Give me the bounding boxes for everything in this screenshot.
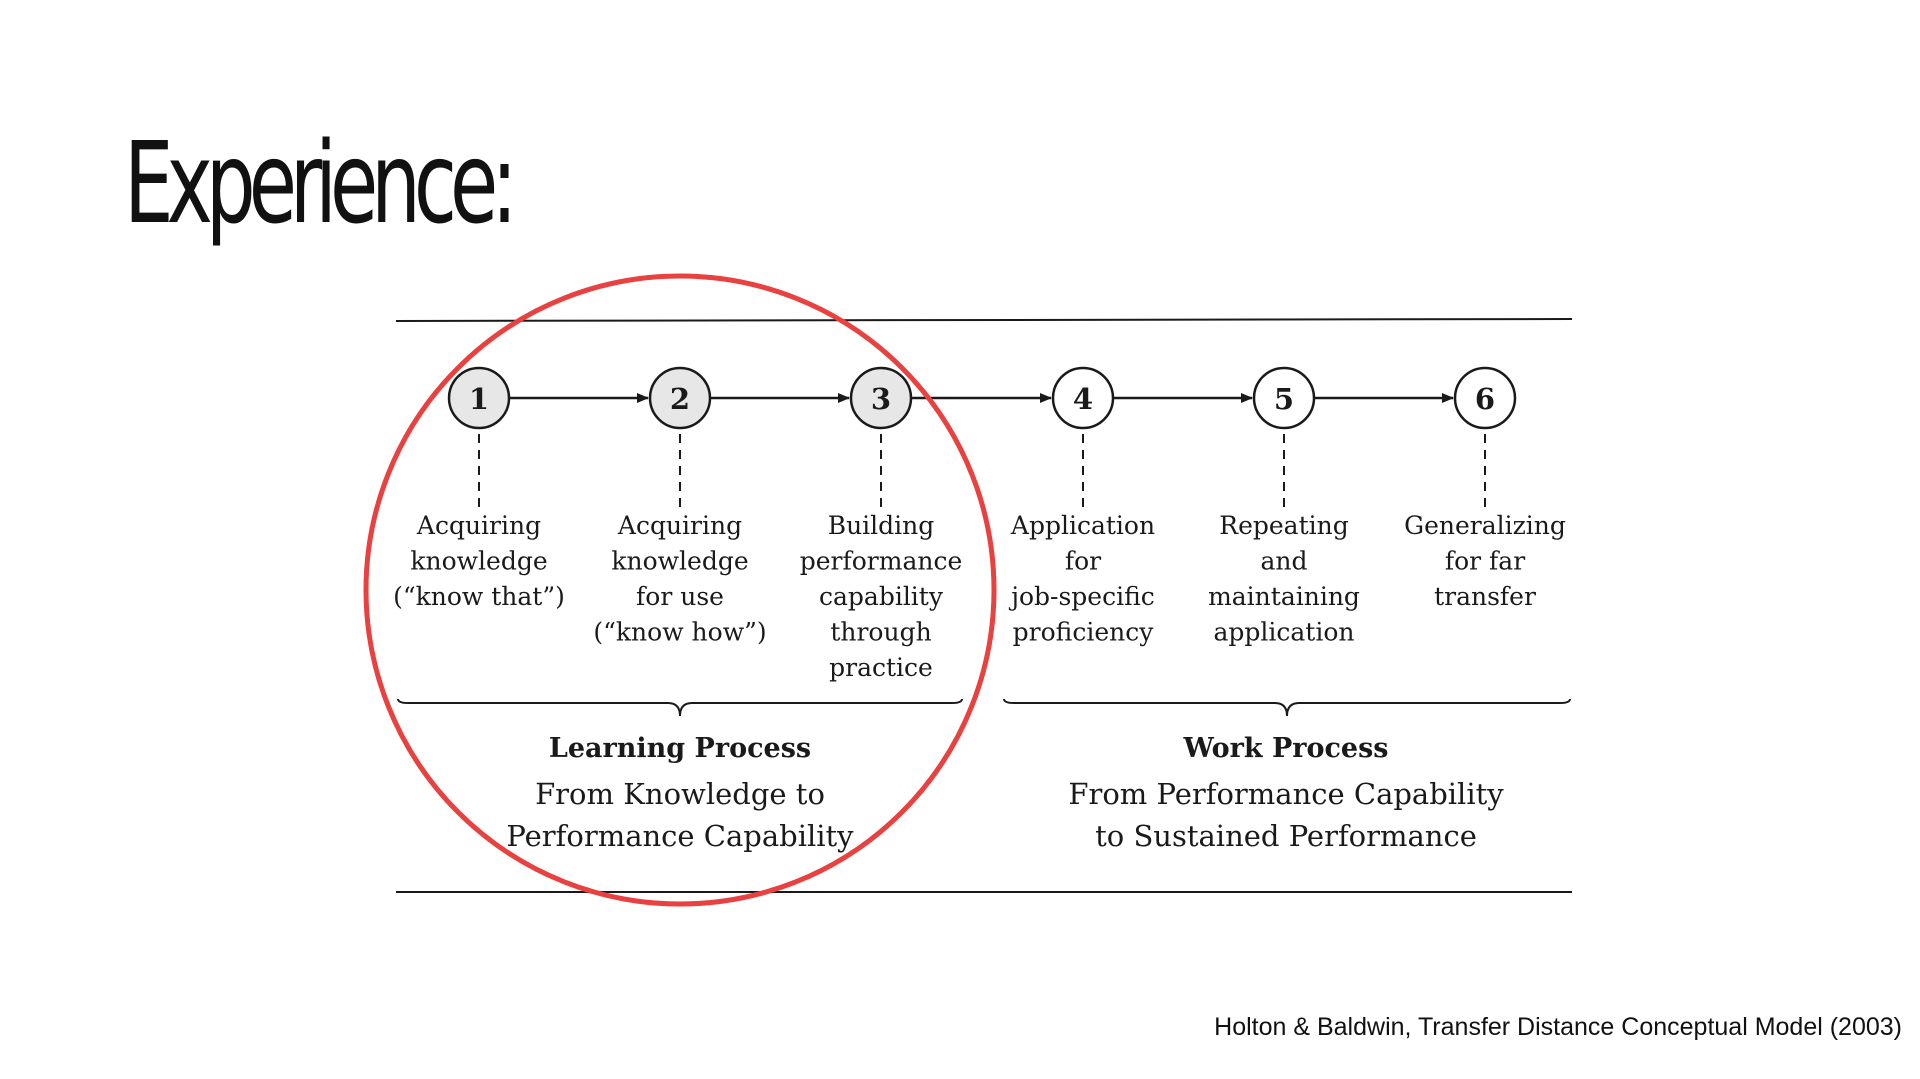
step-5-number: 5 bbox=[1274, 382, 1294, 416]
step-3-label-line: capability bbox=[819, 582, 944, 611]
process-1-description-line: From Knowledge to bbox=[535, 777, 825, 811]
citation: Holton & Baldwin, Transfer Distance Conc… bbox=[1214, 1013, 1902, 1041]
step-2-label-line: for use bbox=[636, 582, 724, 611]
step-3-label-line: practice bbox=[829, 653, 933, 682]
step-2-number: 2 bbox=[670, 382, 690, 416]
process-brace-2 bbox=[1003, 698, 1571, 717]
top-rule bbox=[395, 318, 1573, 322]
step-1-node bbox=[447, 366, 511, 430]
process-brace-1 bbox=[397, 698, 963, 717]
step-connectors bbox=[478, 393, 1486, 508]
step-labels: Acquiring knowledge (“know that”) Acquiring… bbox=[393, 511, 1566, 682]
step-6-label-line: for far bbox=[1445, 547, 1525, 576]
step-4-node bbox=[1051, 366, 1115, 430]
step-2-label-line: Acquiring bbox=[617, 511, 742, 540]
step-6-number: 6 bbox=[1475, 382, 1495, 416]
step-1-label-line: Acquiring bbox=[416, 511, 541, 540]
step-2-label-line: (“know how”) bbox=[593, 618, 766, 647]
step-1-label-line: (“know that”) bbox=[393, 582, 565, 611]
step-3-label-line: Building bbox=[828, 511, 935, 540]
step-5-label-line: and bbox=[1260, 547, 1307, 576]
step-5-label-line: maintaining bbox=[1208, 582, 1360, 611]
step-5-label-line: Repeating bbox=[1219, 511, 1348, 540]
step-6-label-line: transfer bbox=[1434, 582, 1536, 611]
slide-title: Experience: bbox=[124, 119, 518, 249]
step-3-label-line: through bbox=[830, 618, 931, 647]
step-1-number: 1 bbox=[469, 382, 489, 416]
step-5-node bbox=[1252, 366, 1316, 430]
process-2-description-line: From Performance Capability bbox=[1068, 777, 1504, 811]
step-4-label-line: for bbox=[1065, 547, 1101, 576]
step-6-label-line: Generalizing bbox=[1404, 511, 1566, 540]
process-1-name: Learning Process bbox=[549, 733, 811, 764]
step-4-label-line: proficiency bbox=[1013, 618, 1155, 647]
step-1-label-line: knowledge bbox=[410, 547, 547, 576]
step-2-node bbox=[648, 366, 712, 430]
step-4-label-line: job-specific bbox=[1008, 582, 1155, 611]
step-2-label-line: knowledge bbox=[611, 547, 748, 576]
step-5-label-line: application bbox=[1213, 618, 1354, 647]
process-1-description-line: Performance Capability bbox=[506, 819, 854, 853]
step-4-label-line: Application bbox=[1010, 511, 1155, 540]
step-nodes: 1 2 3 4 5 6 bbox=[447, 366, 1517, 430]
process-2-description-line: to Sustained Performance bbox=[1095, 819, 1477, 853]
step-3-node bbox=[849, 366, 913, 430]
process-2-name: Work Process bbox=[1182, 733, 1388, 764]
process-braces bbox=[397, 698, 1571, 717]
step-3-label-line: performance bbox=[800, 547, 963, 576]
step-6-node bbox=[1453, 366, 1517, 430]
learning-process-highlight-circle bbox=[363, 273, 997, 907]
step-4-number: 4 bbox=[1073, 382, 1093, 416]
step-3-number: 3 bbox=[871, 382, 891, 416]
